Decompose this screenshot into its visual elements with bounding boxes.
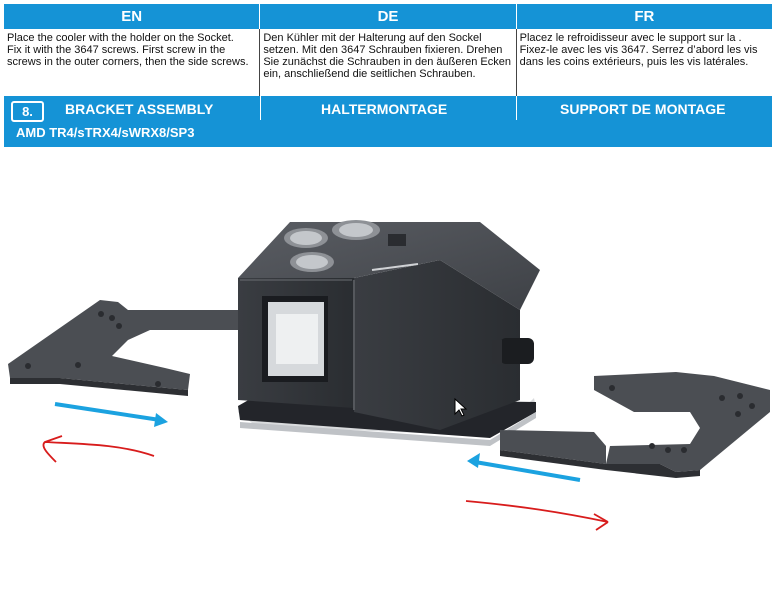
instruction-en-text: Place the cooler with the holder on the … [7,32,249,68]
arrow-right-blue [54,402,168,427]
header-de: DE [260,4,517,29]
arrow-right-red [465,500,609,531]
socket-subtitle: AMD TR4/sTRX4/sWRX8/SP3 [16,125,195,140]
instruction-en: Place the cooler with the holder on the … [4,29,261,96]
instruction-fr: Placez le refroidisseur avec le support … [517,29,772,96]
assembly-illustration [8,220,770,531]
bracket-left [8,300,240,396]
instruction-de-text: Den Kühler mit der Halterung auf den Soc… [263,32,511,80]
bracket-right [500,372,770,478]
title-divider [516,96,517,120]
instruction-columns: Place the cooler with the holder on the … [4,29,772,96]
step-title-de: HALTERMONTAGE [321,101,448,117]
header-en: EN [4,4,261,29]
step-title-band: 8. BRACKET ASSEMBLY HALTERMONTAGE SUPPOR… [4,96,772,147]
header-fr: FR [634,8,655,25]
cooler-illustration [238,220,540,446]
language-header-bar: EN DE FR [4,4,772,29]
step-number-badge: 8. [11,101,44,122]
arrow-left-red [42,435,155,463]
instruction-fr-text: Placez le refroidisseur avec le support … [519,32,758,68]
title-divider [260,96,261,120]
instruction-de: Den Kühler mit der Halterung auf den Soc… [260,29,517,96]
mouse-cursor-icon [454,397,468,417]
step-title-fr: SUPPORT DE MONTAGE [560,101,726,117]
arrow-left-blue [467,453,581,482]
step-title-en: BRACKET ASSEMBLY [65,101,214,117]
